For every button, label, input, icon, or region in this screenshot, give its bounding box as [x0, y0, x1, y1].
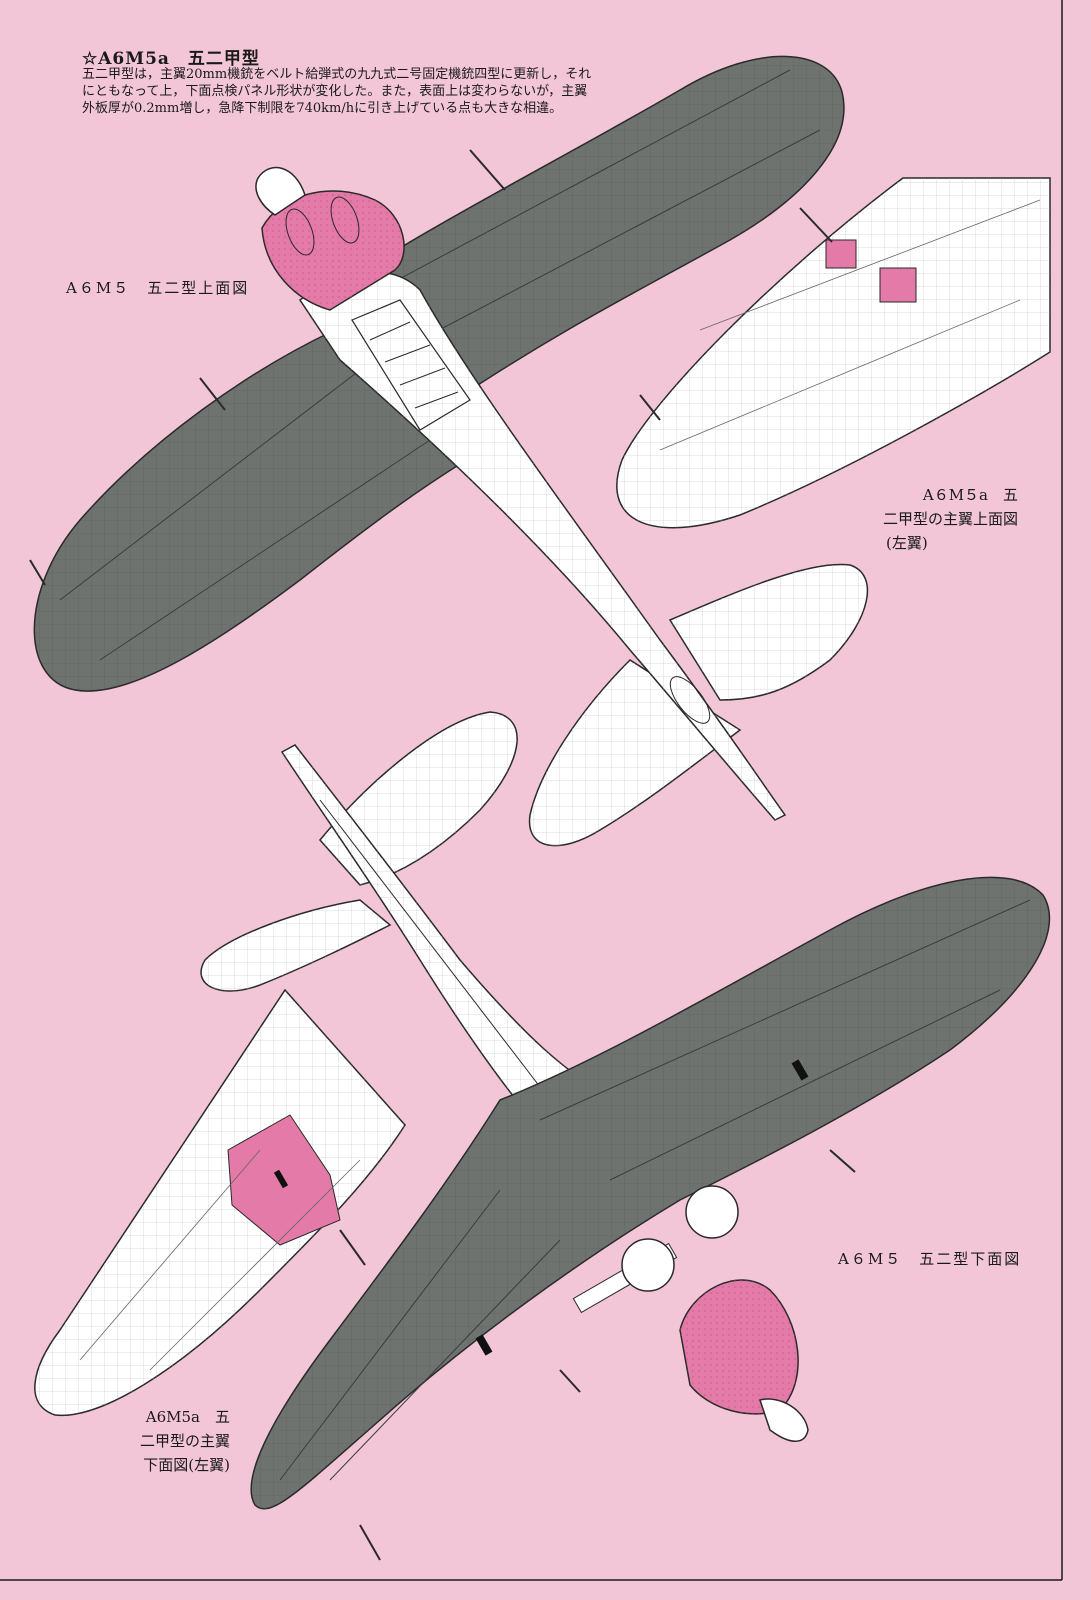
wing-lower-detail [34, 988, 406, 1417]
label-wing-upper-line1: A６M５a 五 [922, 486, 1018, 504]
bottom-view-cowling [621, 1185, 809, 1442]
top-view-tailplane [528, 563, 869, 847]
label-wing-upper-line3: (左翼) [886, 534, 928, 552]
drop-tank-front [621, 1238, 675, 1292]
drop-tank-rear [685, 1185, 739, 1239]
label-wing-lower-view: A6M5a 五 二甲型の主翼 下面図(左翼) [80, 1405, 230, 1477]
top-view-fuselage [298, 271, 787, 821]
bottom-view-wing [250, 876, 1051, 1561]
label-wing-lower-line1: A6M5a 五 [145, 1408, 230, 1426]
label-top-plan-view: A６M５ 五二型上面図 [66, 279, 250, 297]
header-description: 五二甲型は，主翼20mm機銃をベルト給弾式の九九式二号固定機銃四型に更新し，それ… [82, 67, 592, 116]
header-title: ☆A6M5a 五二甲型 [82, 49, 260, 69]
bottom-view-fuselage [280, 744, 622, 1152]
label-bottom-plan-view: A６M５ 五二型下面図 [838, 1250, 1022, 1268]
bottom-view-spinner [759, 1398, 809, 1442]
top-view-aircraft [29, 55, 869, 847]
top-view-wing-left [29, 329, 502, 692]
top-view-spinner [255, 166, 306, 216]
bottom-view-aircraft [200, 711, 1051, 1561]
label-wing-upper-view: A６M５a 五 二甲型の主翼上面図 (左翼) [808, 483, 1018, 555]
top-view-wing-right [316, 55, 845, 401]
label-wing-lower-line3: 下面図(左翼) [143, 1456, 230, 1474]
label-wing-lower-line2: 二甲型の主翼 [139, 1432, 230, 1450]
wing-upper-detail [616, 177, 1051, 529]
top-view-cowling [261, 190, 405, 311]
label-wing-upper-line2: 二甲型の主翼上面図 [882, 510, 1018, 528]
